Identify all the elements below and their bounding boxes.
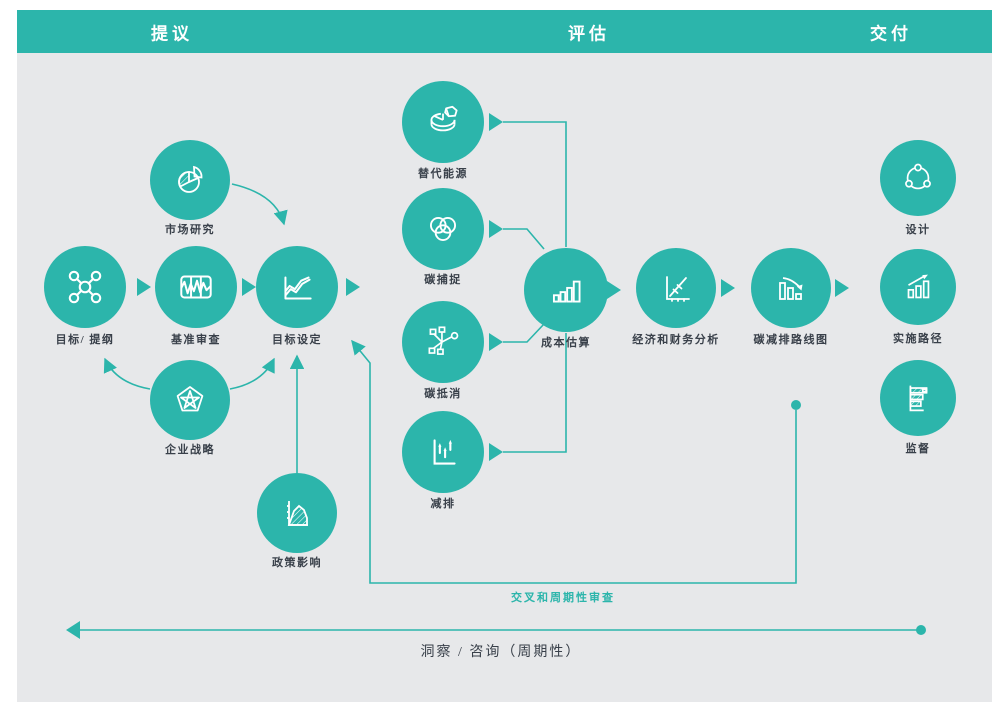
venn-circles-icon (429, 217, 457, 241)
node-label: 经济和财务分析 (632, 334, 720, 346)
phase-label-proposal: 提议 (151, 24, 193, 43)
molecule-icon (68, 270, 102, 304)
node-label: 监督 (905, 443, 931, 455)
pie-3d-icon (430, 105, 458, 132)
policy-impact-circle (257, 473, 337, 553)
pentagon-star-icon (176, 386, 204, 412)
rising-bars-icon (552, 280, 581, 303)
node-label: 目标设定 (272, 334, 322, 346)
supervision-circle (880, 360, 956, 436)
line-chart-icon (284, 276, 312, 300)
carbon-offset-circle (402, 301, 484, 383)
carbon-capture-circle (402, 188, 484, 270)
goals-outline-circle (44, 246, 126, 328)
horizontal-bars-icon (909, 385, 928, 412)
carbon-roadmap-circle (751, 248, 831, 328)
economic-analysis-circle (636, 248, 716, 328)
node-label: 设计 (905, 224, 931, 236)
implementation-path-circle (880, 249, 956, 325)
cross-review-label: 交叉和周期性审查 (511, 592, 615, 604)
cost-estimation-circle (524, 248, 608, 332)
frame-wave-icon (180, 275, 212, 299)
phase-header-bar: 提议 评估 交付 (17, 10, 992, 53)
trend-axis-icon (666, 276, 690, 302)
emission-reduction-circle (402, 411, 484, 493)
alternative-energy-circle (402, 81, 484, 163)
node-label: 碳减排路线图 (753, 334, 829, 346)
node-label: 减排 (430, 498, 456, 510)
node-label: 目标/ 提纲 (55, 334, 115, 346)
node-label: 替代能源 (418, 168, 468, 180)
bars-up-arrow-icon (907, 274, 930, 299)
node-label: 企业战略 (165, 444, 215, 456)
pie-chart-icon (178, 165, 203, 193)
declining-bars-icon (779, 277, 803, 300)
corporate-strategy-circle (150, 360, 230, 440)
axis-arrows-icon (433, 439, 456, 465)
node-label: 政策影响 (272, 557, 322, 569)
node-label: 成本估算 (541, 337, 591, 349)
target-setting-circle (256, 246, 338, 328)
phase-label-delivery: 交付 (870, 24, 912, 43)
design-circle (880, 140, 956, 216)
node-label: 基准审查 (171, 334, 221, 346)
phase-label-assessment: 评估 (568, 24, 610, 43)
area-chart-icon (287, 501, 308, 526)
node-label: 碳抵消 (424, 388, 462, 400)
market-research-circle (150, 140, 230, 220)
node-label: 实施路径 (893, 333, 943, 345)
baseline-review-circle (155, 246, 237, 328)
insight-consult-label: 洞察 / 咨询（周期性） (420, 645, 582, 660)
network-diagram-icon (428, 326, 459, 355)
circle-nodes-icon (905, 163, 931, 190)
node-label: 市场研究 (165, 224, 215, 236)
node-label: 碳捕捉 (424, 274, 462, 286)
